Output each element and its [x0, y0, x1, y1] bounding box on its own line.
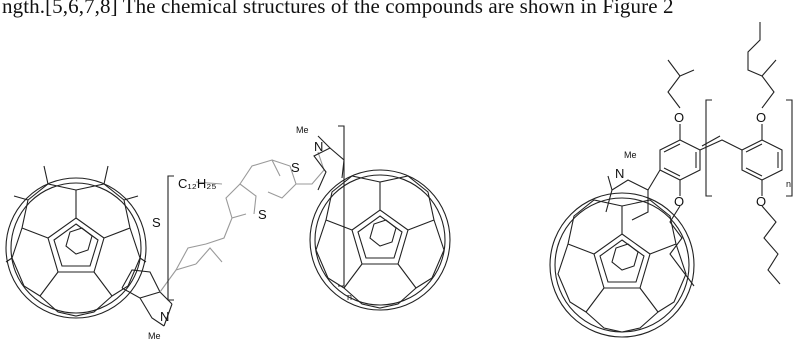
fullerene-right [549, 192, 695, 338]
sulfur-atom-top: S [291, 160, 300, 175]
oxygen-atom-mid: O [674, 194, 684, 209]
pyrrolidine-left [121, 269, 173, 327]
fullerene-middle [309, 169, 451, 311]
methyl-label-right-compound: Me [624, 150, 637, 160]
n-atom-right: N [314, 139, 323, 154]
pyrrolidine-middle [313, 135, 345, 191]
sulfur-atom-low: S [152, 215, 161, 230]
n-atom-right-compound: N [615, 166, 624, 181]
sulfur-atom-mid: S [258, 207, 267, 222]
bracket-close-left [338, 125, 345, 287]
bracket-close-right [786, 99, 793, 197]
oxygen-atom-top: O [674, 110, 684, 125]
caption-text: ngth.[5,6,7,8] The chemical structures o… [2, 0, 674, 18]
oxygen-atom-right: O [756, 110, 766, 125]
oxygen-atom-low: O [756, 194, 766, 209]
bracket-open-right [705, 99, 712, 197]
fullerene-left [5, 165, 147, 319]
methyl-label-right: Me [296, 125, 309, 135]
methyl-label-left: Me [148, 331, 161, 341]
side-chains [667, 22, 781, 287]
alkyl-chain-label: C₁₂H₂₅ [178, 176, 217, 191]
ppv-backbone [647, 124, 783, 196]
pyrrolidine-right [605, 175, 649, 221]
subscript-n-right: n [786, 179, 791, 189]
n-atom-left: N [160, 309, 169, 324]
bracket-open-left [167, 175, 174, 301]
oligothiophene-chain [159, 151, 325, 293]
